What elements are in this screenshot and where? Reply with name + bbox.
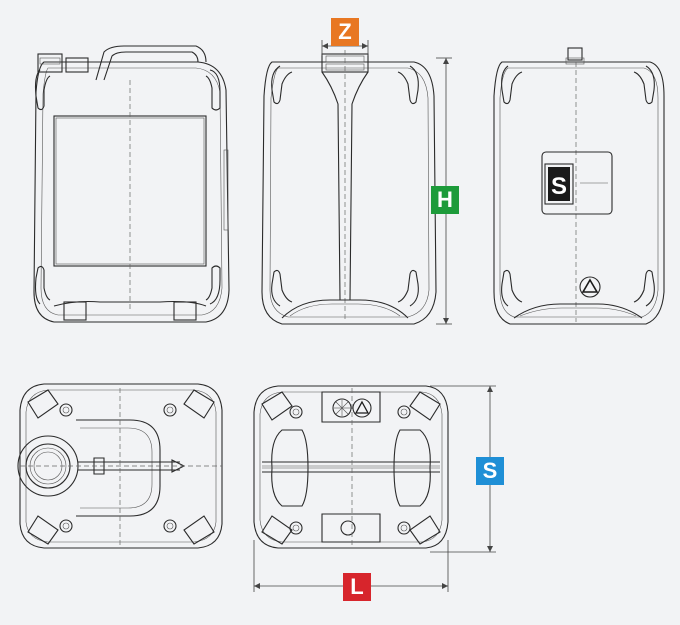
warning-triangle-icon xyxy=(579,276,601,298)
dimension-label-h: H xyxy=(431,186,459,214)
bottom-view xyxy=(253,385,449,549)
dimension-label-z: Z xyxy=(331,18,359,46)
side-view xyxy=(33,45,230,323)
dimension-z xyxy=(321,40,369,56)
dimension-l xyxy=(253,540,449,592)
dimension-label-l: L xyxy=(343,573,371,601)
top-view xyxy=(17,383,223,549)
svg-text:S: S xyxy=(551,173,567,200)
mould-symbol-icon xyxy=(332,398,352,418)
back-view: S xyxy=(493,47,665,325)
dimension-label-s: S xyxy=(476,457,504,485)
recycle-triangle-icon xyxy=(352,398,372,418)
s-logo-icon: S xyxy=(548,167,570,201)
front-view xyxy=(261,50,437,325)
dimension-s xyxy=(430,385,496,553)
